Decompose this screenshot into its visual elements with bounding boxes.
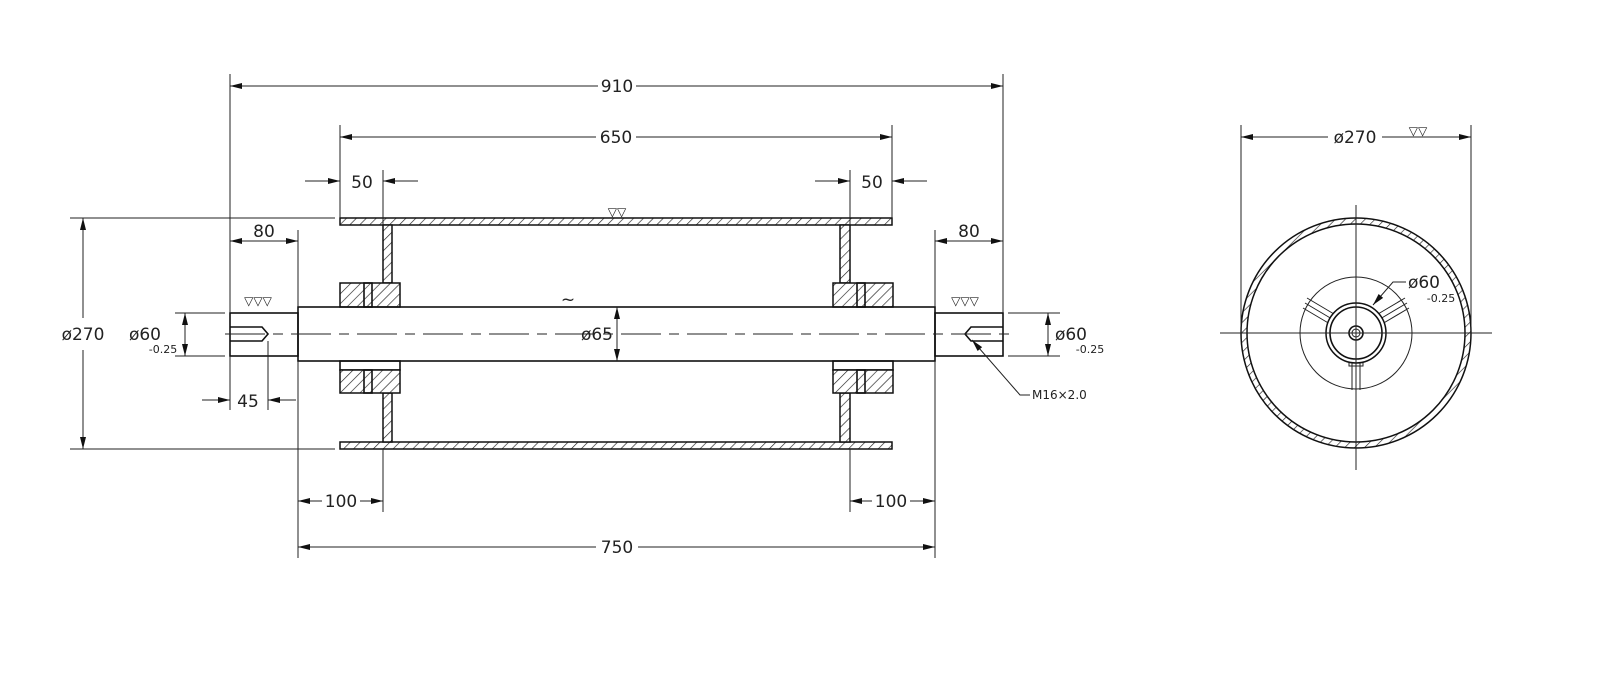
extension-lines <box>70 74 1060 558</box>
tube-wall-top <box>339 217 893 226</box>
surface-mark-right: ▽▽▽ <box>951 294 979 308</box>
web-left-bottom <box>382 392 393 443</box>
approx-symbol: ~ <box>561 290 575 310</box>
thread-label: M16×2.0 <box>1032 388 1087 402</box>
dim-dia-270: ø270 <box>62 325 105 345</box>
hub-right <box>832 282 894 394</box>
end-tol: -0.25 <box>1427 292 1455 305</box>
web-right-top <box>839 224 851 284</box>
dim-650: 650 <box>600 128 632 148</box>
surface-mark-left: ▽▽▽ <box>244 294 272 308</box>
web-right-bottom <box>839 392 851 443</box>
dim-80-right: 80 <box>958 222 980 242</box>
dim-dia-65: ø65 <box>581 325 613 345</box>
dimension-labels: 910 650 50 50 80 80 ø270 ø60 -0.25 ø60 -… <box>62 77 1105 558</box>
dim-45: 45 <box>237 392 259 412</box>
surface-mark-tube: ▽▽ <box>608 205 627 219</box>
end-dim-dia-270: ø270 <box>1334 128 1377 148</box>
dim-50-left: 50 <box>351 173 373 193</box>
dim-100-right: 100 <box>875 492 907 512</box>
dim-750: 750 <box>601 538 633 558</box>
dimension-lines <box>80 83 1051 550</box>
end-surface-mark: ▽▽ <box>1409 124 1428 138</box>
tol-left: -0.25 <box>149 343 177 356</box>
section-view <box>225 217 1010 450</box>
tol-right: -0.25 <box>1076 343 1104 356</box>
tube-wall-bottom <box>339 441 893 450</box>
hub-left <box>339 282 401 394</box>
dim-dia-60-right: ø60 <box>1055 325 1087 345</box>
thread-hole-left <box>230 326 270 342</box>
web-left-top <box>382 224 393 284</box>
dim-100-left: 100 <box>325 492 357 512</box>
dim-dia-60-left: ø60 <box>129 325 161 345</box>
dim-910: 910 <box>601 77 633 97</box>
dim-80-left: 80 <box>253 222 275 242</box>
end-dim-dia-60: ø60 <box>1408 273 1440 293</box>
end-view: ø270 ▽▽ ø60 -0.25 <box>1220 124 1492 470</box>
dim-50-right: 50 <box>861 173 883 193</box>
